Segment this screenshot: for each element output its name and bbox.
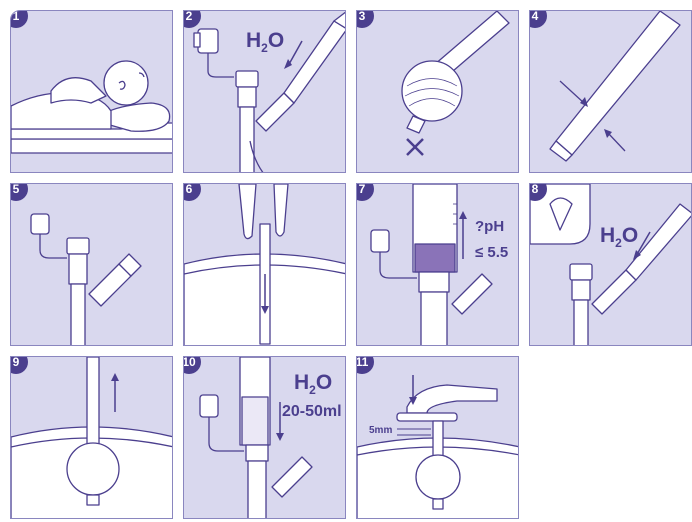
ph-value: ≤ 5.5 bbox=[475, 244, 508, 261]
ph-check-illustration bbox=[357, 184, 519, 346]
tube-tip-illustration bbox=[530, 11, 692, 173]
water-label: H2O bbox=[294, 371, 332, 397]
step-1-panel: 1 bbox=[10, 10, 173, 173]
insertion-illustration bbox=[184, 184, 346, 346]
patient-lying-illustration bbox=[11, 11, 173, 173]
step-3-panel: 3 bbox=[356, 10, 519, 173]
water-label: H2O bbox=[246, 29, 284, 55]
volume-label: 20-50ml bbox=[282, 403, 342, 421]
step-9-panel: 9 bbox=[10, 356, 173, 519]
step-6-panel: 6 bbox=[183, 183, 346, 346]
tube-cap-illustration bbox=[11, 184, 173, 346]
step-2-panel: 2 H2O bbox=[183, 10, 346, 173]
flush-illustration bbox=[530, 184, 692, 346]
step-4-panel: 4 bbox=[529, 10, 692, 173]
depth-label: 5mm bbox=[369, 425, 392, 436]
step-7-panel: 7 ?pH ≤ 5.5 bbox=[356, 183, 519, 346]
water-label: H2O bbox=[600, 224, 638, 250]
ph-label: ?pH bbox=[475, 218, 504, 235]
bolster-illustration bbox=[357, 357, 519, 519]
step-5-panel: 5 bbox=[10, 183, 173, 346]
step-10-panel: 10 H2O 20-50ml bbox=[183, 356, 346, 519]
step-11-panel: 11 5mm bbox=[356, 356, 519, 519]
withdraw-illustration bbox=[11, 357, 173, 519]
balloon-check-illustration bbox=[357, 11, 519, 173]
step-8-panel: 8 H2O bbox=[529, 183, 692, 346]
